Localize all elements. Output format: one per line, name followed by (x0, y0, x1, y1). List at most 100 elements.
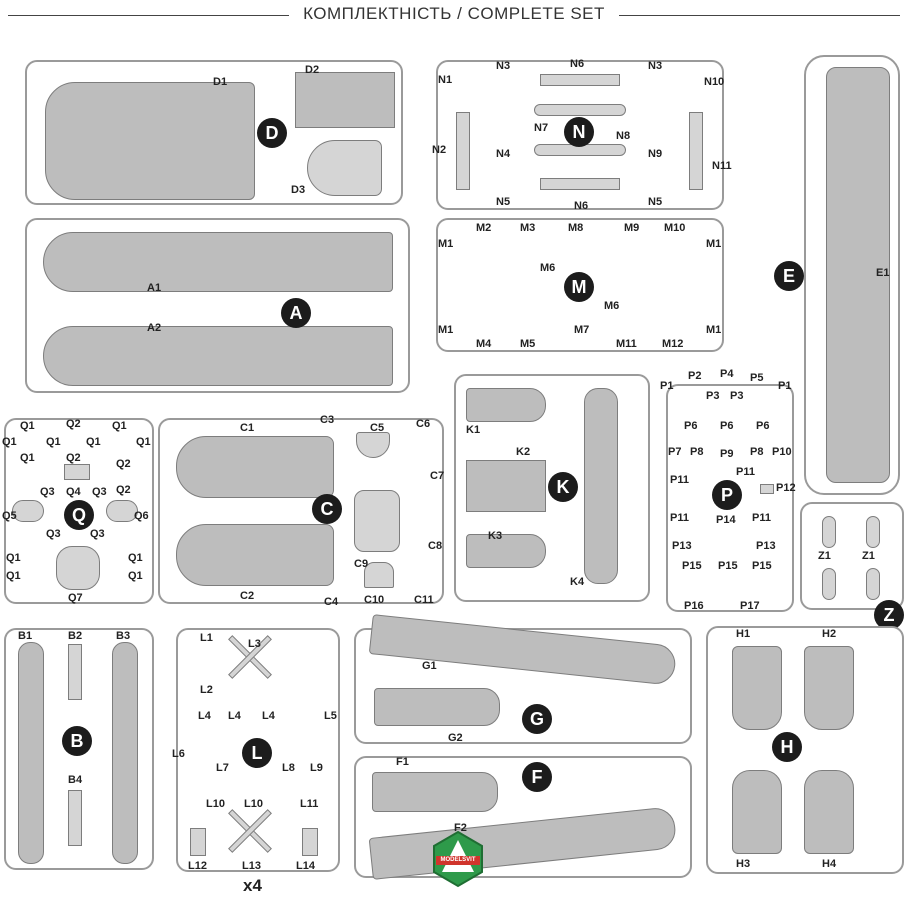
label-c5: C5 (370, 422, 385, 434)
label-k3: K3 (488, 530, 503, 542)
label-m6a: M6 (540, 262, 556, 274)
part-d3 (307, 140, 382, 196)
part-q4 (64, 464, 90, 480)
header: КОМПЛЕКТНІСТЬ / COMPLETE SET (0, 0, 908, 32)
label-n9: N9 (648, 148, 663, 160)
part-z1b (866, 516, 880, 548)
part-a1 (43, 232, 393, 292)
label-b4: B4 (68, 774, 83, 786)
label-c10: C10 (364, 594, 385, 606)
sprue-l: L1 L3 L2 L4 L4 L4 L5 L6 L7 L8 L9 L10 L10… (172, 628, 340, 878)
label-l14: L14 (296, 860, 315, 872)
label-m2: M2 (476, 222, 492, 234)
label-p11c: P11 (670, 512, 689, 524)
label-c1: C1 (240, 422, 255, 434)
part-k3 (466, 534, 546, 568)
label-p6b: P6 (720, 420, 734, 432)
sprue-badge-e: E (774, 261, 804, 291)
sprue-frame (800, 502, 904, 610)
part-n2 (456, 112, 470, 190)
label-q3c: Q3 (46, 528, 61, 540)
part-l14 (302, 828, 318, 856)
part-z1c (822, 568, 836, 600)
label-k2: K2 (516, 446, 531, 458)
part-q7 (56, 546, 100, 590)
label-p1a: P1 (660, 380, 674, 392)
part-l12 (190, 828, 206, 856)
label-p3a: P3 (706, 390, 720, 402)
sprue-f: F1 F2 F (354, 756, 692, 880)
label-b3: B3 (116, 630, 131, 642)
label-p9: P9 (720, 448, 734, 460)
sprue-m: M1 M2 M3 M8 M9 M10 M1 M6 M6 M1 M4 M5 M7 … (436, 218, 724, 352)
label-q1j: Q1 (6, 570, 21, 582)
label-h2: H2 (822, 628, 837, 640)
sprue-badge-z: Z (874, 600, 904, 630)
part-n6-top (540, 74, 620, 86)
part-g2 (374, 688, 500, 726)
label-q1c: Q1 (2, 436, 17, 448)
label-h1: H1 (736, 628, 751, 640)
label-q1b: Q1 (112, 420, 127, 432)
page-title: КОМПЛЕКТНІСТЬ / COMPLETE SET (0, 4, 908, 24)
label-b2: B2 (68, 630, 83, 642)
label-l9: L9 (310, 762, 323, 774)
label-c6: C6 (416, 418, 431, 430)
sprue-badge-q: Q (64, 500, 94, 530)
label-n5a: N5 (496, 196, 511, 208)
label-k4: K4 (570, 576, 585, 588)
label-l7: L7 (216, 762, 229, 774)
label-m4: M4 (476, 338, 492, 350)
label-q5: Q5 (2, 510, 17, 522)
label-e1: E1 (876, 267, 890, 279)
sprue-c: C1 C3 C5 C6 C7 C9 C8 C2 C4 C10 C11 C (158, 414, 444, 608)
part-k2 (466, 460, 546, 512)
label-q1g: Q1 (20, 452, 35, 464)
label-h3: H3 (736, 858, 751, 870)
label-m1b: M1 (706, 238, 722, 250)
sprue-badge-b: B (62, 726, 92, 756)
label-n4: N4 (496, 148, 511, 160)
sprue-badge-h: H (772, 732, 802, 762)
label-a1: A1 (147, 282, 162, 294)
label-l10a: L10 (206, 798, 225, 810)
sprue-a: A1 A2 A (25, 218, 410, 393)
label-q1h: Q1 (6, 552, 21, 564)
sprue-badge-c: C (312, 494, 342, 524)
sprue-n: N1 N2 N3 N3 N4 N5 N5 N6 N6 N7 N8 N9 N10 … (432, 58, 732, 212)
label-m12: M12 (662, 338, 684, 350)
label-q6: Q6 (134, 510, 149, 522)
label-p2: P2 (688, 370, 702, 382)
label-l6: L6 (172, 748, 185, 760)
label-d1: D1 (213, 76, 228, 88)
label-m11: M11 (616, 338, 637, 350)
label-f2: F2 (454, 822, 467, 834)
part-n11 (689, 112, 703, 190)
label-l10b: L10 (244, 798, 263, 810)
part-n6-bottom (540, 178, 620, 190)
label-l4b: L4 (228, 710, 241, 722)
label-n2: N2 (432, 144, 447, 156)
label-q1i: Q1 (128, 552, 143, 564)
part-h1 (732, 646, 782, 730)
label-p4: P4 (720, 368, 734, 380)
label-z1b: Z1 (862, 550, 875, 562)
part-z1d (866, 568, 880, 600)
label-q2b: Q2 (66, 452, 81, 464)
label-l12: L12 (188, 860, 207, 872)
label-n8: N8 (616, 130, 631, 142)
sprue-badge-l: L (242, 738, 272, 768)
sprue-badge-m: M (564, 272, 594, 302)
label-q7: Q7 (68, 592, 83, 604)
label-p11d: P11 (752, 512, 771, 524)
part-d2 (295, 72, 395, 128)
label-p10: P10 (772, 446, 792, 458)
label-q3d: Q3 (90, 528, 105, 540)
part-n7 (534, 104, 626, 116)
label-m1d: M1 (706, 324, 722, 336)
part-p12 (760, 484, 774, 494)
part-h2 (804, 646, 854, 730)
sprue-badge-d: D (257, 118, 287, 148)
label-p17: P17 (740, 600, 760, 612)
label-p11a: P11 (736, 466, 755, 478)
